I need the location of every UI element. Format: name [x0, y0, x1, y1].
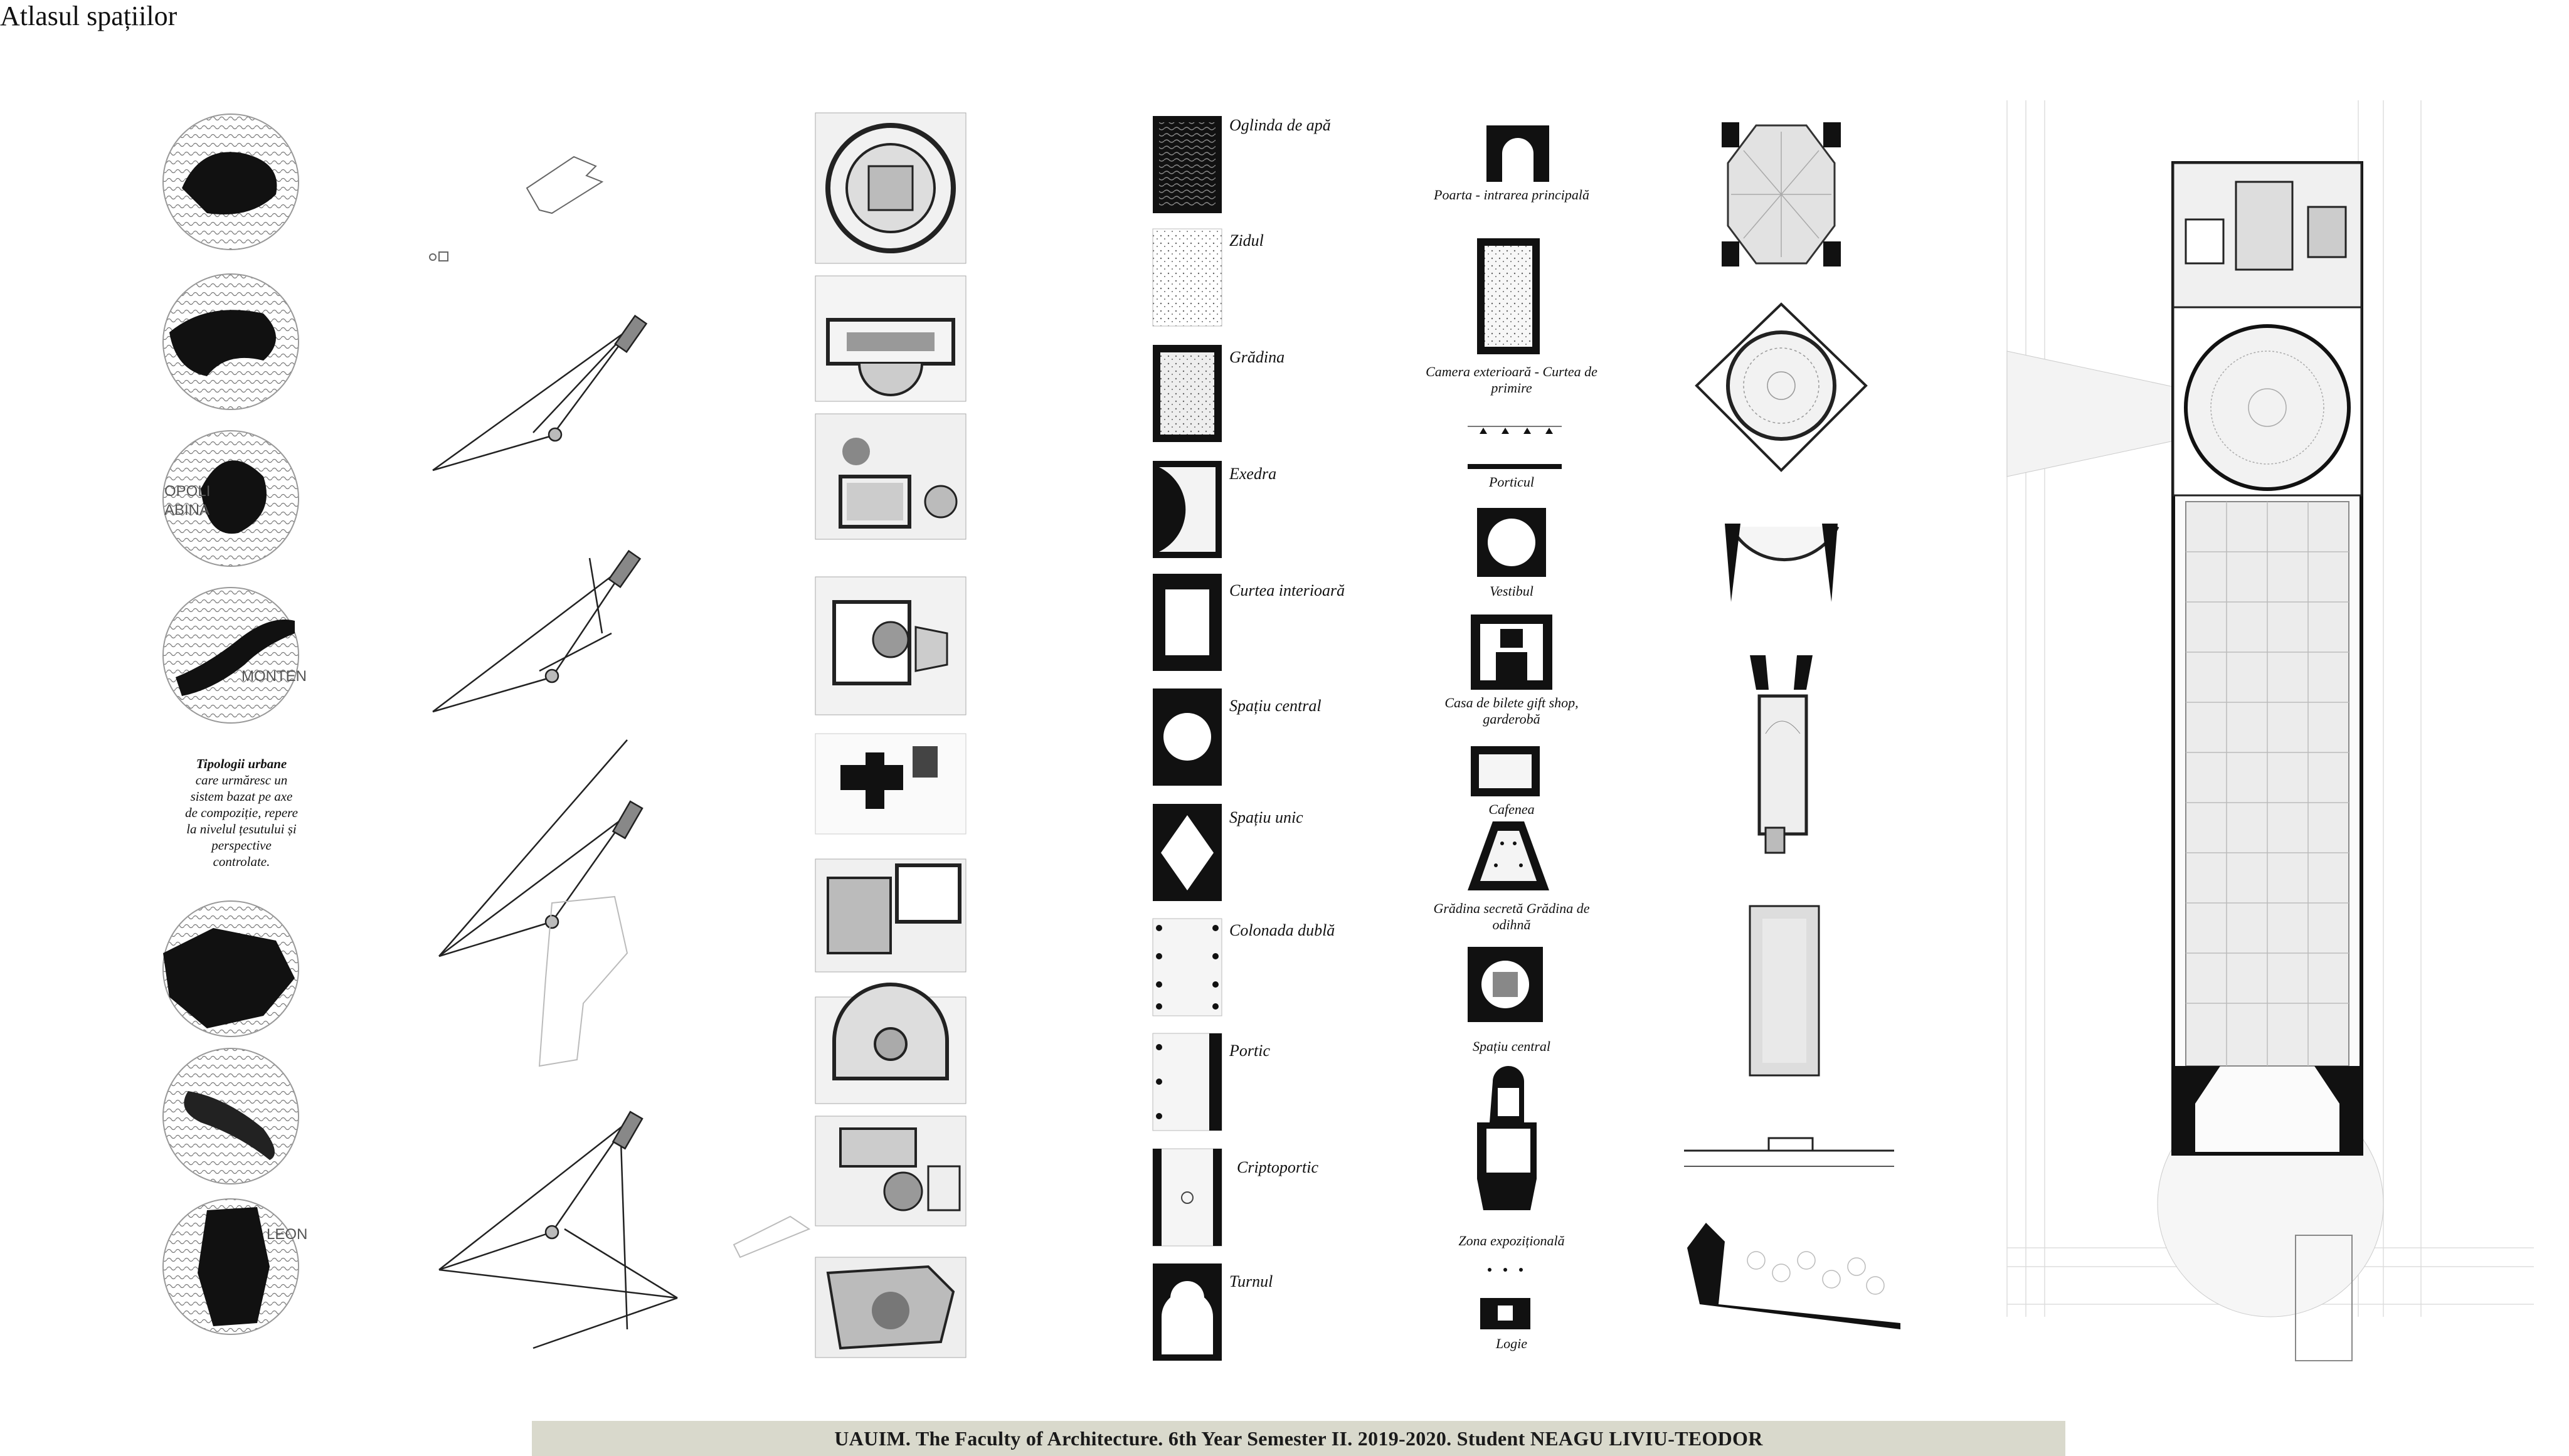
- legend-label-inner-court: Curtea interioară: [1229, 581, 1345, 599]
- exhibition-icon: [1477, 1066, 1537, 1210]
- typologies-line: la nivelul țesutului și: [186, 821, 297, 836]
- footer-banner: UAUIM. The Faculty of Architecture. 6th …: [532, 1421, 2065, 1456]
- legend-label-central-space: Spațiu central: [1229, 697, 1322, 715]
- program-label-vestibule: Vestibul: [1490, 583, 1533, 599]
- legend-label-cryptoportico: Criptoportic: [1237, 1158, 1319, 1176]
- axis-diagram-1: [429, 156, 604, 261]
- unique-space-icon: [1153, 804, 1222, 901]
- typologies-line: sistem bazat pe axe: [190, 789, 293, 804]
- typologies-heading: Tipologii urbane: [196, 756, 287, 771]
- program-label-secret-garden: Grădina secretă Grădina de odihnă: [1433, 900, 1590, 932]
- central-space-icon: [1153, 688, 1222, 786]
- urban-map-6: [162, 1048, 299, 1184]
- axis-diagram-4: [438, 739, 644, 1067]
- program-label-central-hall: Spațiu central: [1472, 1038, 1551, 1054]
- octagon-plan: [1722, 122, 1841, 266]
- program-label-reception-court: Camera exterioară - Curtea de primire: [1426, 364, 1597, 396]
- legend-label-tower: Turnul: [1229, 1272, 1273, 1290]
- porch-icon: [1468, 426, 1562, 469]
- legend-label-unique-space: Spațiu unic: [1229, 808, 1303, 826]
- hall-plan: [1750, 655, 1813, 854]
- legend-label-portico: Portic: [1229, 1042, 1270, 1060]
- vestibule-icon: [1477, 508, 1546, 577]
- garden-icon: [1153, 345, 1222, 442]
- legend-label-wall: Zidul: [1229, 231, 1264, 250]
- legend-label-exedra: Exedra: [1229, 465, 1277, 483]
- precedent-plan-7: [815, 983, 967, 1104]
- precedent-plan-4: [815, 576, 967, 715]
- legend-label-double-colonnade: Colonada dublă: [1229, 921, 1335, 939]
- colonnade-court-plan: [1749, 905, 1820, 1077]
- typologies-line: de compoziție, repere: [185, 805, 298, 820]
- program-label-ticket-office: Casa de bilete gift shop, garderobă: [1444, 695, 1579, 727]
- typologies-line: care urmăresc un: [195, 773, 288, 788]
- urban-map-5: [162, 900, 299, 1037]
- water-mirror-icon: [1153, 116, 1222, 213]
- axis-diagram-2: [432, 314, 648, 472]
- axis-diagram-3: [432, 549, 642, 713]
- urban-typologies-note: Tipologii urbane care urmăresc un sistem…: [144, 756, 339, 870]
- cryptoportico-icon: [1152, 1148, 1222, 1247]
- urban-map-3: [162, 430, 299, 567]
- building-outline: [2171, 161, 2363, 1156]
- map-label: OPOLI: [164, 483, 211, 500]
- urban-map-4: [162, 587, 299, 724]
- urban-map-1: [162, 113, 299, 250]
- map-label: LEON: [267, 1226, 308, 1243]
- precedent-plan-1: [815, 112, 967, 264]
- page-title: Atlasul spațiilor: [0, 1, 177, 31]
- program-label-loggia: Logie: [1495, 1336, 1528, 1351]
- central-hall-icon: [1468, 947, 1543, 1022]
- loggia-icon: [1480, 1268, 1530, 1329]
- precedent-plan-5: [815, 733, 967, 835]
- urban-map-7: [162, 1198, 299, 1335]
- cafe-icon: [1471, 746, 1540, 796]
- precedent-plan-9: [815, 1257, 967, 1358]
- map-label: ABINA: [164, 502, 210, 519]
- program-label-cafe: Cafenea: [1488, 801, 1535, 817]
- hemicycle-plan: [1725, 524, 1840, 602]
- double-colonnade-icon: [1152, 918, 1222, 1016]
- precedent-plan-8: [815, 1116, 967, 1227]
- precedent-plan-2: [815, 275, 967, 402]
- secret-garden-icon: [1468, 821, 1549, 890]
- typologies-line: perspective: [211, 838, 272, 853]
- portico-icon: [1152, 1033, 1222, 1131]
- inner-court-icon: [1153, 574, 1222, 671]
- precedent-plan-6: [815, 858, 967, 973]
- gate-icon: [1486, 125, 1549, 182]
- wall-icon: [1152, 228, 1222, 327]
- loggia-elevation: [1684, 1137, 1894, 1167]
- typologies-line: controlate.: [213, 854, 270, 869]
- precedent-plan-3: [815, 413, 967, 540]
- program-label-porch: Porticul: [1488, 474, 1535, 490]
- program-label-gate: Poarta - intrarea principală: [1434, 187, 1589, 203]
- footer-text: UAUIM. The Faculty of Architecture. 6th …: [834, 1427, 1763, 1450]
- tower-icon: [1153, 1263, 1222, 1361]
- exedra-icon: [1153, 461, 1222, 558]
- program-label-exhibition: Zona expozițională: [1458, 1233, 1565, 1248]
- legend-label-water-mirror: Oglinda de apă: [1229, 116, 1331, 134]
- ticket-office-icon: [1471, 615, 1552, 690]
- rotunda-plan: [1695, 302, 1868, 472]
- legend-label-garden: Grădina: [1229, 348, 1285, 366]
- reception-court-icon: [1477, 238, 1540, 354]
- garden-plan: [1687, 1223, 1900, 1329]
- map-label: MONTEN: [241, 668, 307, 685]
- axis-diagram-5: [438, 1110, 811, 1349]
- urban-map-2: [162, 273, 299, 410]
